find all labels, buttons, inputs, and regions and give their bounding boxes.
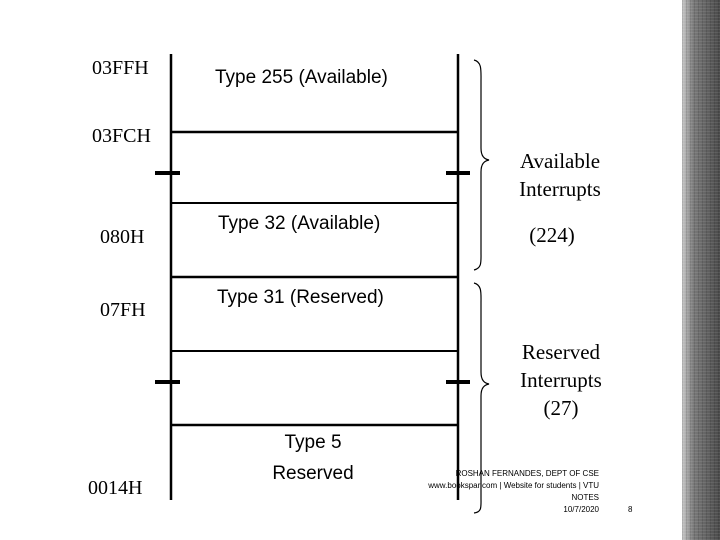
footer-website: www.bookspar.com | Website for students … — [428, 481, 599, 490]
reserved-brace — [473, 282, 490, 514]
slide-footer: ROSHAN FERNANDES, DEPT OF CSE www.booksp… — [380, 468, 599, 516]
reserved-line1: Reserved — [521, 340, 601, 364]
address-0014h: 0014H — [88, 477, 143, 499]
address-03ffh: 03FFH — [92, 57, 149, 79]
available-brace — [473, 59, 490, 271]
address-080h: 080H — [100, 226, 145, 248]
type-255-label: Type 255 (Available) — [215, 67, 388, 88]
available-line2: Interrupts — [519, 177, 601, 201]
decorative-side-strip — [682, 0, 720, 540]
reserved-line2: Interrupts — [520, 368, 602, 392]
reserved-count: (27) — [543, 396, 579, 420]
available-line1: Available — [519, 149, 601, 173]
type-5-label: Type 5 Reserved — [253, 427, 373, 489]
address-07fh: 07FH — [100, 299, 146, 321]
address-03fch: 03FCH — [92, 125, 151, 147]
type-5-line2: Reserved — [272, 463, 354, 484]
footer-notes: NOTES — [571, 493, 599, 502]
footer-author: ROSHAN FERNANDES, DEPT OF CSE — [455, 469, 599, 478]
available-count: (224) — [529, 223, 575, 247]
available-interrupts-label: Available Interrupts — [492, 147, 628, 203]
type-5-line1: Type 5 — [284, 432, 342, 453]
reserved-interrupts-label: Reserved Interrupts (27) — [498, 338, 624, 422]
footer-date: 10/7/2020 — [563, 505, 599, 514]
type-32-label: Type 32 (Available) — [218, 213, 381, 234]
type-31-label: Type 31 (Reserved) — [217, 287, 384, 308]
page-number: 8 — [628, 505, 633, 514]
